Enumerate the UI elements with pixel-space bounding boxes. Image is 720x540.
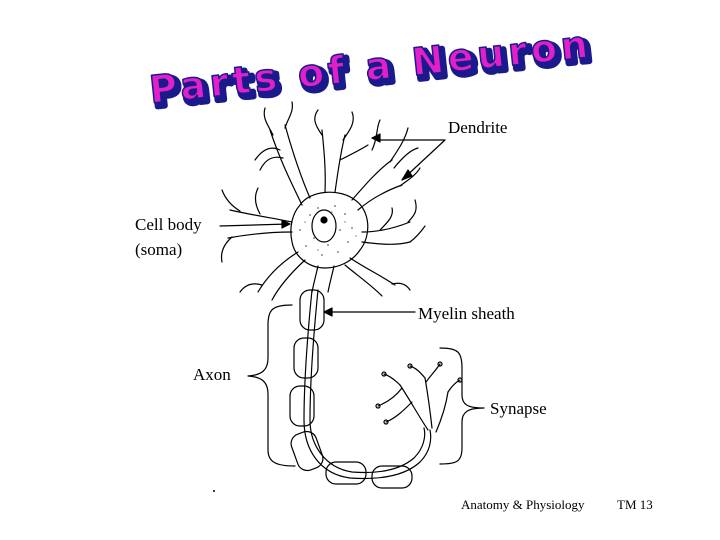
dendrites	[220, 101, 426, 301]
nucleolus	[320, 216, 328, 224]
synapse-bracket	[439, 347, 485, 465]
leader-lines	[219, 133, 446, 317]
label-synapse: Synapse	[490, 399, 547, 418]
axon-bracket	[247, 304, 296, 467]
axon-hillock	[311, 265, 319, 293]
label-axon: Axon	[193, 365, 231, 384]
label-myelin-sheath: Myelin sheath	[418, 304, 515, 323]
nucleus	[311, 209, 337, 243]
footer-page-number: TM 13	[617, 497, 653, 512]
label-dendrite: Dendrite	[448, 118, 508, 137]
myelin-segments	[289, 289, 413, 489]
stray-mark	[213, 490, 215, 492]
label-soma: (soma)	[135, 240, 183, 259]
axon-terminals	[375, 361, 463, 433]
slide-title: Parts of a Neuron Parts of a Neuron	[146, 21, 600, 110]
soma-outline	[290, 191, 369, 269]
axon-core	[303, 289, 432, 480]
soma-granules	[299, 205, 357, 256]
label-cell-body: Cell body	[135, 215, 202, 234]
footer-course: Anatomy & Physiology	[461, 497, 585, 512]
